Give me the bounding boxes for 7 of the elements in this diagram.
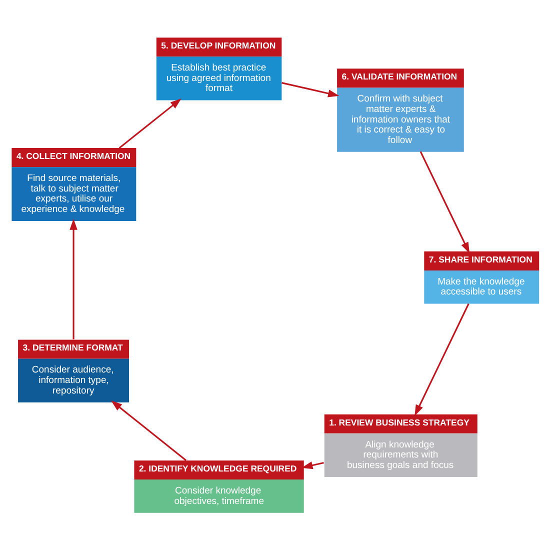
arrow [282,82,340,98]
arrow [414,303,470,416]
arrow [302,462,324,470]
arrow [111,400,187,461]
arrow [420,151,470,254]
arrow [118,98,182,149]
arrow [70,218,78,340]
